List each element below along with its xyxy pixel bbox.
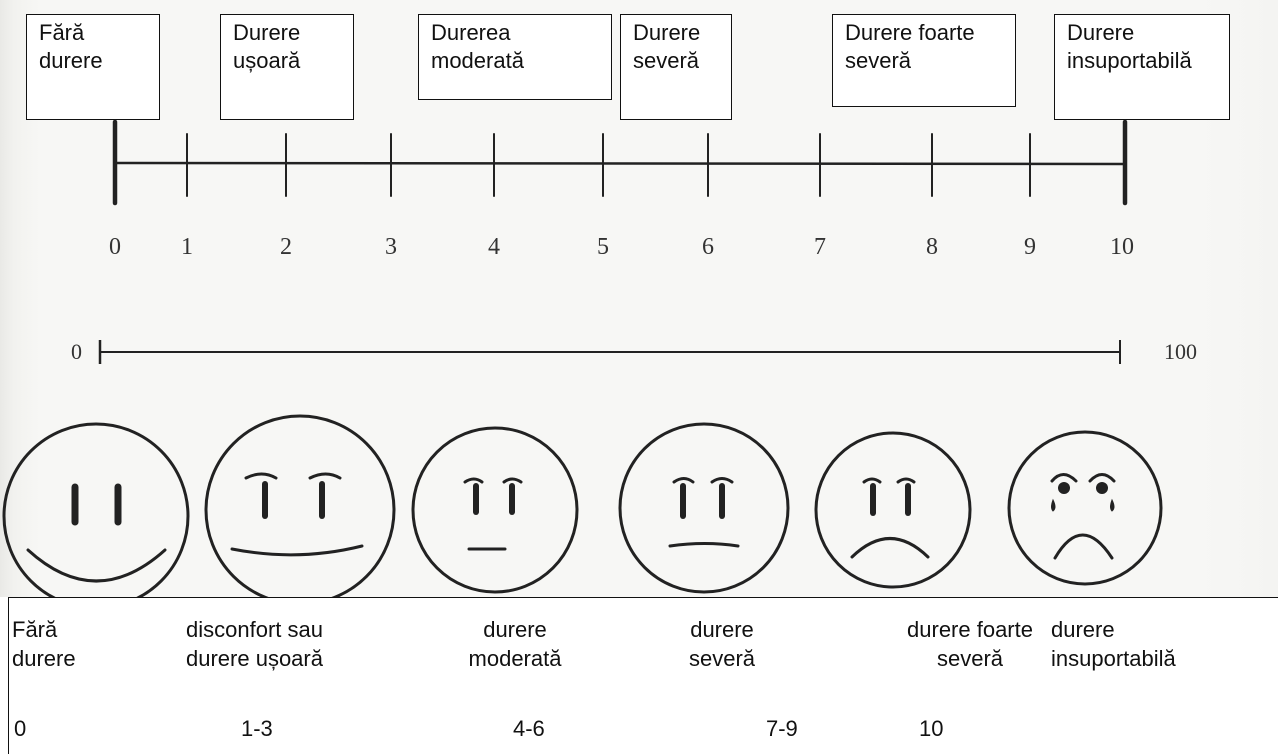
tick-label-1: 1 [181,234,193,260]
numeric-scale-0-10 [112,119,1128,206]
tick-label-7: 7 [814,234,826,260]
numeric-scale-axis [113,161,1127,166]
bottom-range-10: 10 [919,716,944,741]
top-label-severe-pain: Durere severă [620,14,732,120]
bottom-label-very-severe-pain: durere foarte severă [907,617,1033,671]
tick-label-6: 6 [702,234,714,260]
top-label-mild-pain: Durere ușoară [220,14,354,120]
visual-analog-scale-0-100 [98,340,1121,364]
vas-max-label: 100 [1164,339,1197,364]
neutral-face-icon [411,426,579,594]
bottom-range-0: 0 [14,716,27,741]
numeric-scale-tick-labels: 0 1 2 3 4 5 6 7 8 9 10 [109,234,1134,260]
tick-label-9: 9 [1024,234,1036,260]
pain-category-table: Fără durere 0 disconfort sau durere ușoa… [8,597,1278,754]
bottom-label-mild-pain: disconfort sau durere ușoară [186,617,323,671]
top-label-moderate-pain: Durerea moderată [418,14,612,100]
pain-scales-figure: 0 1 2 3 4 5 6 7 8 9 10 0 100 [2,119,1197,597]
bottom-label-severe-pain: durere severă [688,617,756,671]
top-label-very-severe-pain: Durere foarte severă [832,14,1016,107]
bottom-range-4-6: 4-6 [513,716,545,741]
top-label-no-pain: Fără durere [26,14,160,120]
tick-label-8: 8 [926,234,938,260]
bottom-label-no-pain: Fără durere [12,617,76,671]
tick-label-3: 3 [385,234,397,260]
frowning-face-icon [814,431,972,589]
bottom-range-1-3: 1-3 [241,716,273,741]
bottom-range-7-9: 7-9 [766,716,798,741]
vas-min-label: 0 [71,339,82,364]
tick-label-4: 4 [488,234,500,260]
bottom-label-moderate-pain: durere moderată [468,617,562,671]
smiling-face-icon [2,422,190,597]
tick-label-5: 5 [597,234,609,260]
tick-label-2: 2 [280,234,292,260]
slight-smile-face-icon [204,414,396,597]
bottom-label-unbearable-pain: durere insuportabilă [1051,617,1176,671]
tick-label-10: 10 [1110,234,1134,260]
slight-frown-face-icon [618,422,790,594]
top-label-unbearable-pain: Durere insuportabilă [1054,14,1230,120]
crying-face-icon [1007,430,1163,586]
tick-label-0: 0 [109,234,121,260]
